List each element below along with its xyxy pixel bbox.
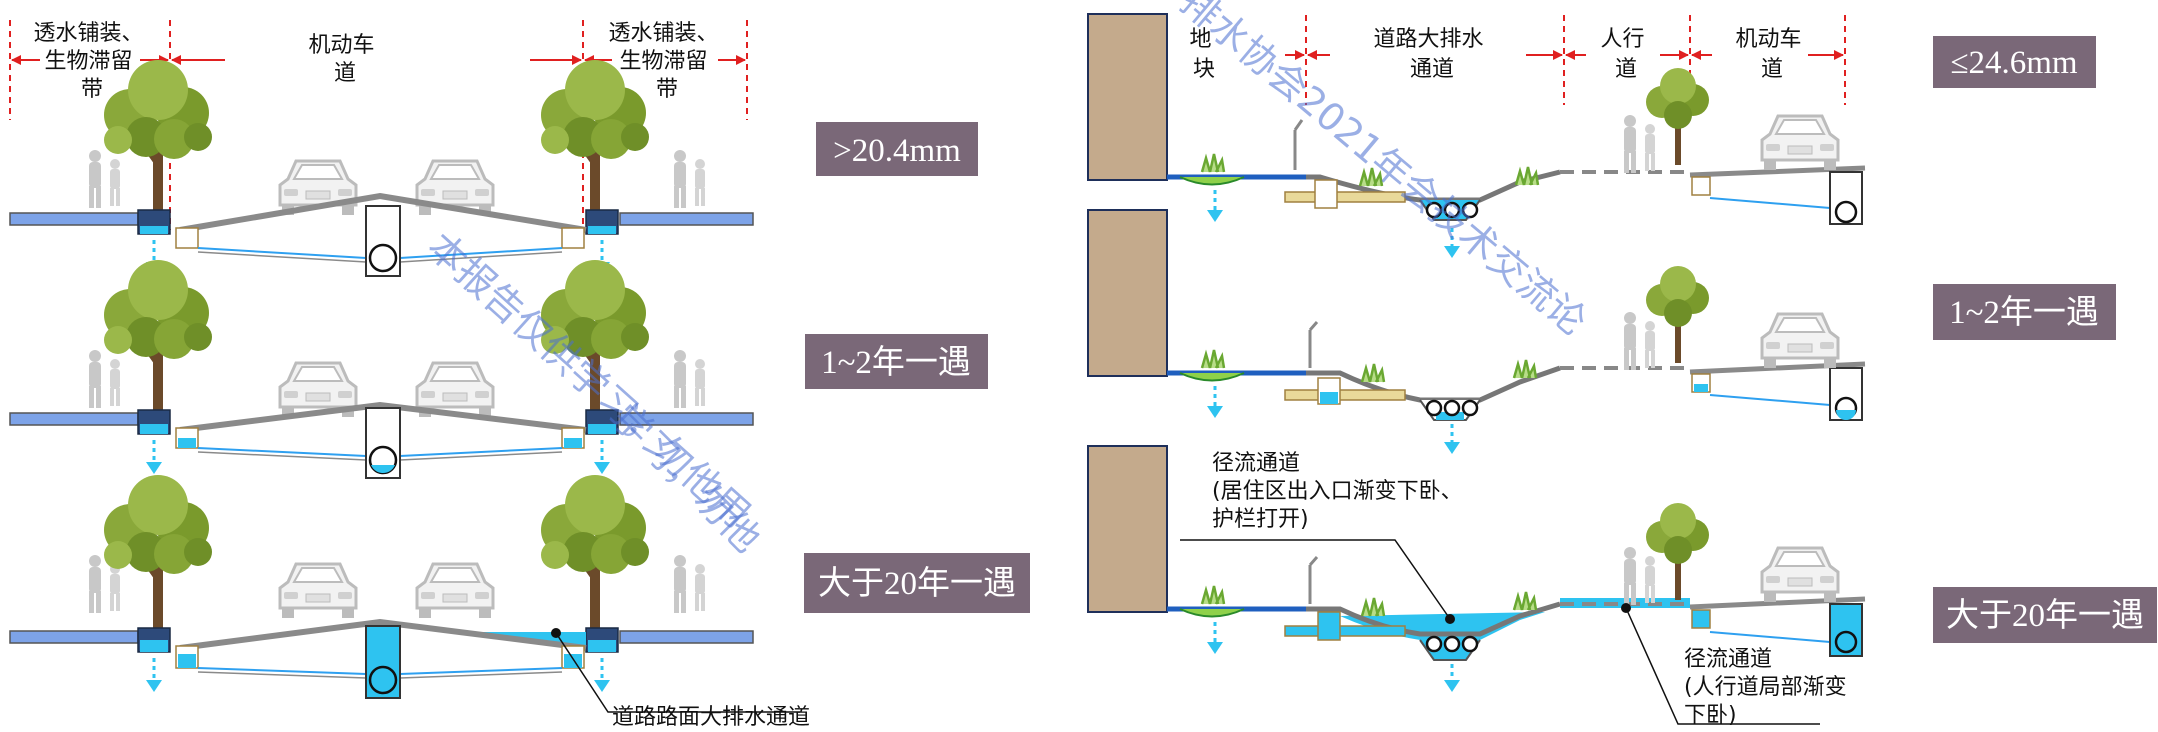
right-label-sidewalk: 人行 道 [1600,27,1651,82]
left-annotation-channel: 道路路面大排水通道 [612,705,810,730]
left-badge-3: 大于20年一遇 [804,553,1030,613]
right-annotation-runoff-1: 径流通道 (居住区出入口渐变下卧、 护栏打开) [1212,451,1470,532]
left-row-1-section [9,60,754,277]
right-label-road: 机动车 道 [1735,27,1808,82]
svg-text:>20.4mm: >20.4mm [833,133,961,169]
right-badge-3: 大于20年一遇 [1933,587,2157,643]
svg-text:1~2年一遇: 1~2年一遇 [1949,294,2099,331]
left-badge-2: 1~2年一遇 [805,334,988,389]
left-row-3-section [9,475,800,713]
right-panel: 地 块 道路大排水 通道 人行 道 机动车 道 [1087,13,2157,728]
svg-text:1~2年一遇: 1~2年一遇 [821,344,971,381]
right-label-plot: 地 块 [1189,27,1218,82]
left-label-green-right: 透水铺装、 生物滞留 带 [608,21,725,102]
left-label-road: 机动车 道 [308,33,381,86]
right-badge-1: ≤24.6mm [1933,36,2096,88]
svg-text:大于20年一遇: 大于20年一遇 [818,565,1016,602]
left-label-green-left: 透水铺装、 生物滞留 带 [33,21,150,102]
right-annotation-runoff-2: 径流通道 (人行道局部渐变 下卧) [1684,647,1854,728]
left-row-2-section [9,260,754,479]
right-badge-2: 1~2年一遇 [1933,284,2116,340]
right-row-1-section [1087,13,1866,258]
left-badge-1: >20.4mm [816,122,978,176]
right-label-channel: 道路大排水 通道 [1373,27,1490,82]
left-panel: 透水铺装、 生物滞留 带 机动车 道 透水铺装、 生物滞留 带 [9,20,1030,730]
svg-text:大于20年一遇: 大于20年一遇 [1946,597,2144,634]
svg-text:≤24.6mm: ≤24.6mm [1950,45,2078,81]
right-row-3-section [1087,445,1866,725]
right-row-2-section [1087,209,1866,454]
